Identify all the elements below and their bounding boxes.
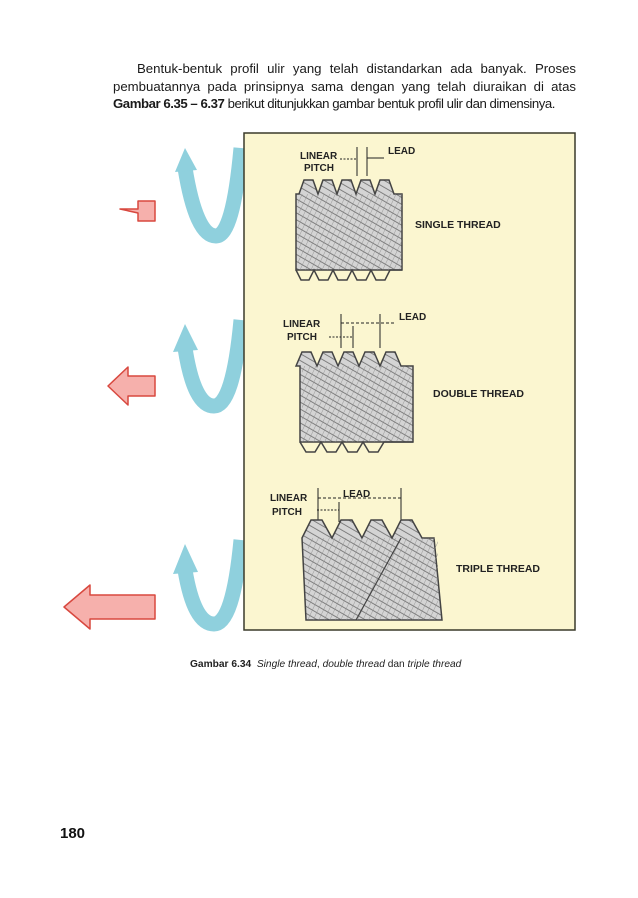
figure-caption: Gambar 6.34 Single thread, double thread…: [190, 659, 461, 670]
double-lead-label: LEAD: [399, 312, 426, 323]
teal-u-arrow-3: [173, 539, 249, 632]
caption-triple-thread: triple thread: [407, 659, 462, 670]
triple-thread-diagram: LINEAR PITCH LEAD TRIPLE THREAD: [270, 488, 540, 621]
figure-reference: Gambar 6.35 – 6.37: [113, 96, 225, 111]
page-number: 180: [60, 825, 86, 842]
teal-u-arrow-2: [173, 319, 249, 414]
double-thread-diagram: LINEAR PITCH LEAD DOUBLE THREAD: [283, 312, 524, 453]
double-pitch-label: PITCH: [287, 332, 317, 343]
single-pitch-label: PITCH: [304, 163, 334, 174]
triple-linear-label: LINEAR: [270, 493, 308, 504]
caption-dan: dan: [384, 659, 408, 670]
caption-single-thread: Single thread: [256, 659, 317, 670]
single-linear-label: LINEAR: [300, 151, 338, 162]
caption-label: Gambar 6.34: [190, 659, 252, 670]
triple-thread-label: TRIPLE THREAD: [456, 563, 540, 575]
body-paragraph: Bentuk-bentuk profil ulir yang telah dis…: [113, 60, 576, 113]
single-thread-label: SINGLE THREAD: [415, 219, 501, 231]
single-lead-label: LEAD: [388, 146, 415, 157]
teal-u-arrow-1: [175, 147, 249, 244]
body-line-3: berikut ditunjukkan gambar bentuk profil…: [224, 96, 556, 111]
double-linear-label: LINEAR: [283, 319, 321, 330]
red-arrow-2: [107, 366, 156, 406]
caption-comma: ,: [316, 659, 323, 670]
caption-double-thread: double thread: [322, 659, 385, 670]
body-line-2: pembuatannya pada prinsipnya sama dengan…: [113, 78, 576, 94]
thread-figure: LINEAR PITCH LEAD SINGLE THREAD LINEAR P…: [63, 132, 576, 632]
triple-pitch-label: PITCH: [272, 507, 302, 518]
red-arrow-3: [63, 584, 156, 630]
single-thread-diagram: LINEAR PITCH LEAD SINGLE THREAD: [295, 146, 501, 281]
red-arrow-1: [119, 200, 156, 222]
body-line-1: Bentuk-bentuk profil ulir yang telah dis…: [137, 61, 576, 76]
double-thread-label: DOUBLE THREAD: [433, 388, 524, 400]
triple-lead-label: LEAD: [343, 489, 370, 500]
